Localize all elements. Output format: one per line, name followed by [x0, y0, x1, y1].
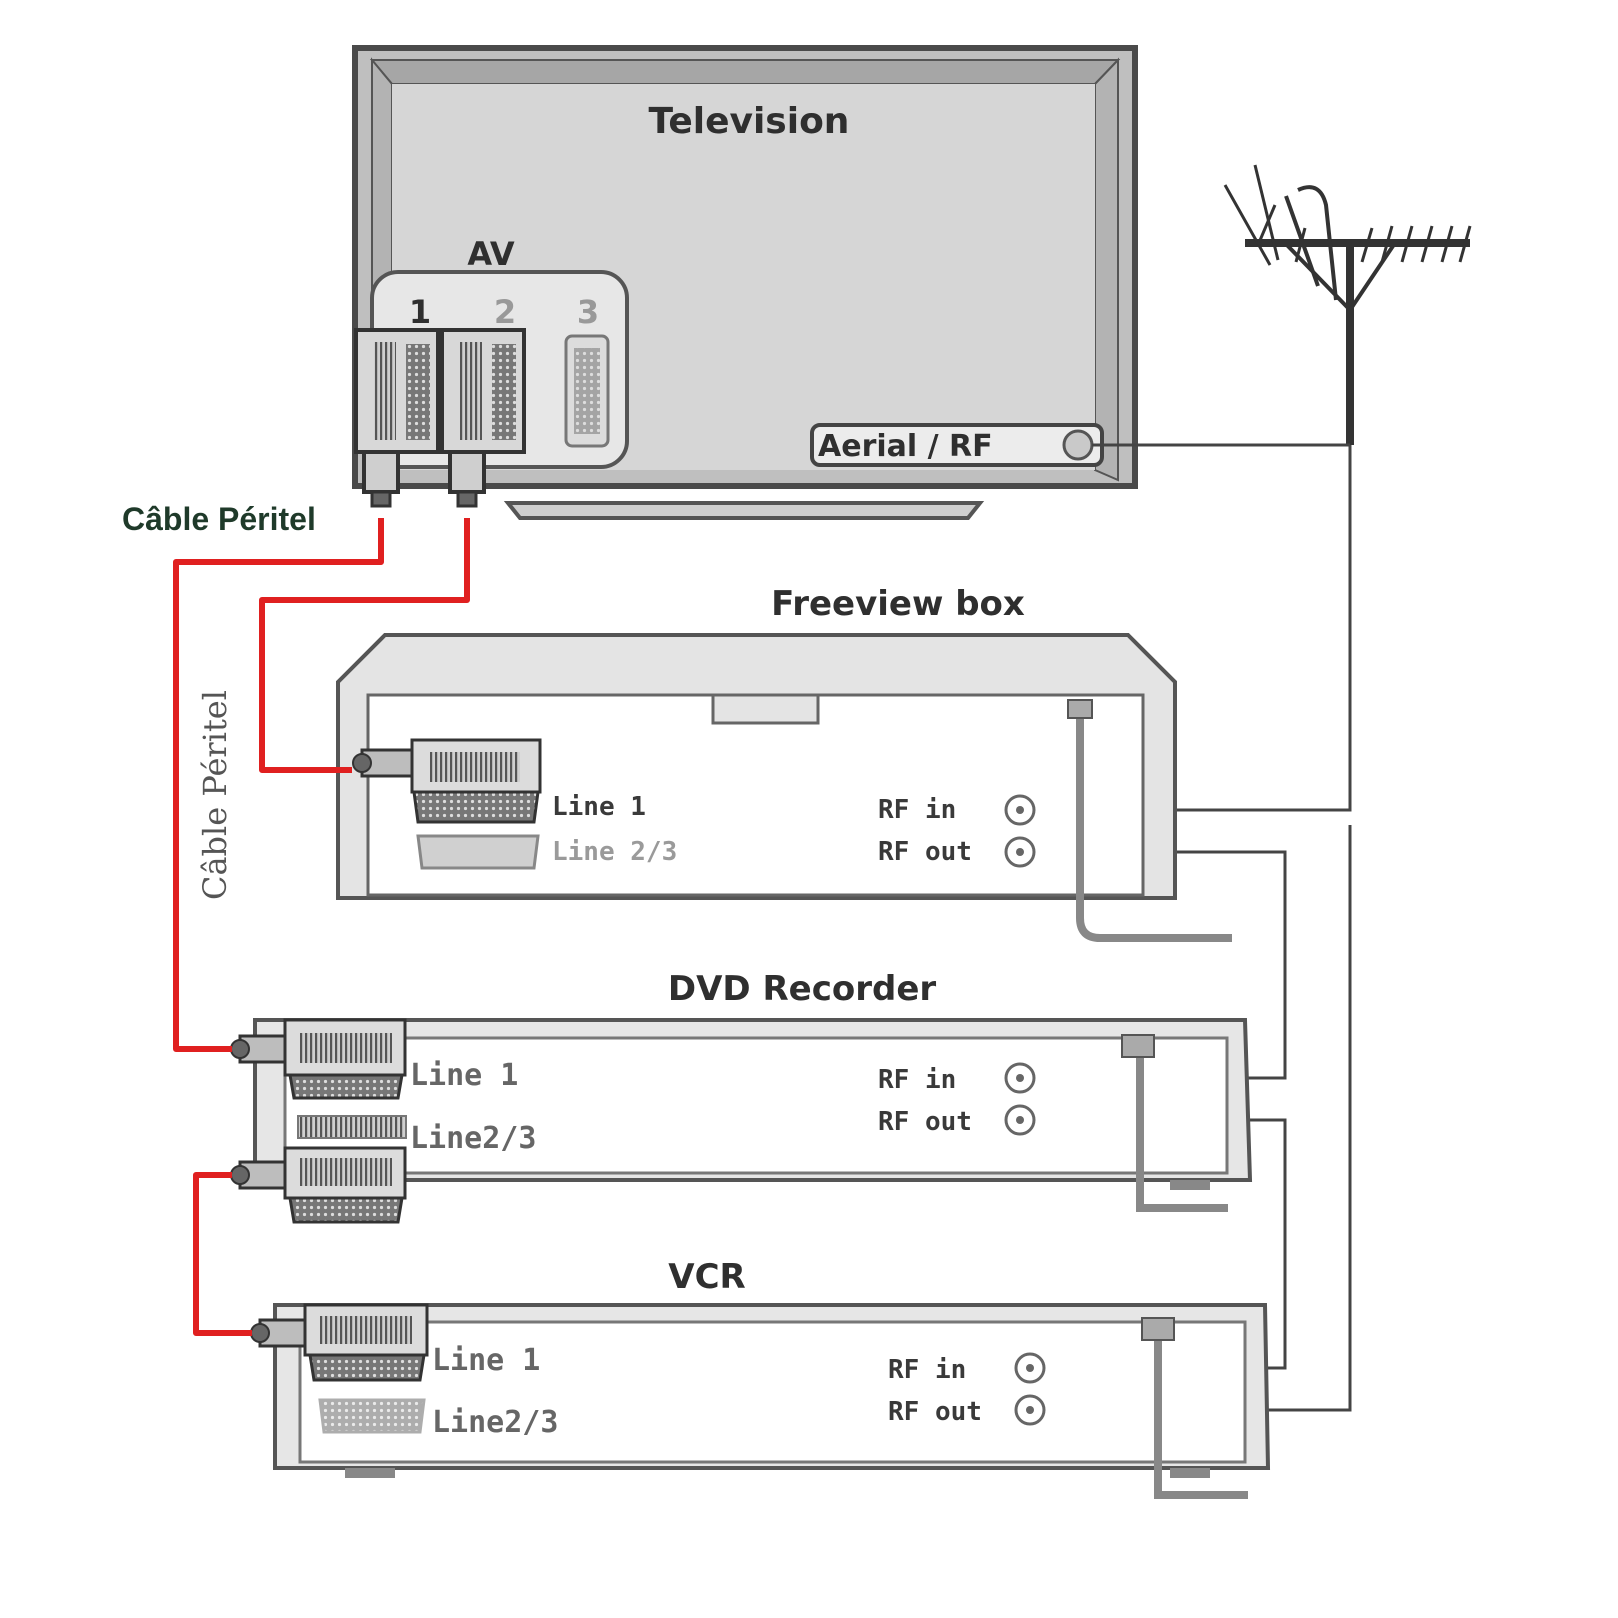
freeview-line23-label: Line 2/3 — [552, 837, 677, 867]
vcr-rf-in-label: RF in — [888, 1355, 966, 1385]
dvd-rf-in-label: RF in — [878, 1065, 956, 1095]
freeview-power-cable — [1076, 712, 1232, 942]
freeview-line1-label: Line 1 — [552, 792, 646, 822]
vcr-rf-out-label: RF out — [888, 1397, 982, 1427]
av-port-1-number: 1 — [409, 293, 431, 331]
dvd-title: DVD Recorder — [668, 969, 937, 1009]
scart-plug-tv-port-2 — [440, 328, 526, 508]
scart-plug-tv-port-1 — [354, 328, 440, 508]
av-label: AV — [467, 235, 515, 273]
vcr-line1-socket — [250, 1303, 429, 1382]
dvd-recorder: DVD Recorder Line 1 Line2/3 RF in RF out — [230, 969, 1253, 1224]
scart-cable-dvd-to-vcr — [193, 1172, 252, 1336]
freeview-line23-socket — [416, 834, 540, 870]
av-port-3-number: 3 — [577, 293, 599, 331]
aerial-rf-label: Aerial / RF — [818, 429, 993, 464]
tv-stand — [503, 501, 985, 520]
scart-cable-tv1-to-dvd — [173, 518, 384, 1052]
antenna-icon — [1223, 164, 1472, 445]
vcr-line23-socket — [318, 1398, 426, 1434]
vcr: VCR Line 1 Line2/3 RF in RF out — [250, 1257, 1271, 1499]
scart-cable-tv2-to-freeview — [259, 518, 470, 773]
freeview-rf-in-label: RF in — [878, 795, 956, 825]
freeview-title: Freeview box — [771, 584, 1025, 624]
dvd-line23-label: Line2/3 — [410, 1121, 536, 1156]
dvd-line1-label: Line 1 — [410, 1058, 518, 1093]
freeview-line1-socket — [352, 738, 542, 824]
vcr-line1-label: Line 1 — [432, 1343, 540, 1378]
tv-bezel-right — [1094, 57, 1119, 482]
tv-bezel-top — [369, 59, 1121, 85]
vcr-title: VCR — [668, 1257, 745, 1297]
freeview-box: Freeview box Line 1 Line 2/3 RF in RF ou… — [336, 584, 1232, 942]
freeview-rf-out-label: RF out — [878, 837, 972, 867]
av-port-2-number: 2 — [494, 293, 516, 331]
cable-vertical-label: Câble Péritel — [196, 690, 234, 900]
freeview-notch — [711, 693, 820, 725]
vcr-power-cable — [1154, 1325, 1248, 1499]
tv-title: Television — [649, 101, 850, 142]
television: Television AV 1 2 3 Aerial / RF — [352, 45, 1138, 520]
rf-wiring — [1040, 443, 1352, 1412]
aerial-rf-socket — [1062, 429, 1094, 461]
dvd-rf-out-label: RF out — [878, 1107, 972, 1137]
dvd-power-cable — [1136, 1040, 1228, 1212]
dvd-line23-socket — [230, 1146, 407, 1224]
vcr-line23-label: Line2/3 — [432, 1405, 558, 1440]
dvd-line23-socket-slot — [297, 1115, 407, 1139]
cable-title-label: Câble Péritel — [122, 501, 316, 537]
vcr-rear-panel — [298, 1320, 1247, 1464]
dvd-rear-panel — [283, 1036, 1229, 1175]
av-port-3-pins — [574, 348, 600, 434]
scart-cables — [173, 518, 470, 1336]
